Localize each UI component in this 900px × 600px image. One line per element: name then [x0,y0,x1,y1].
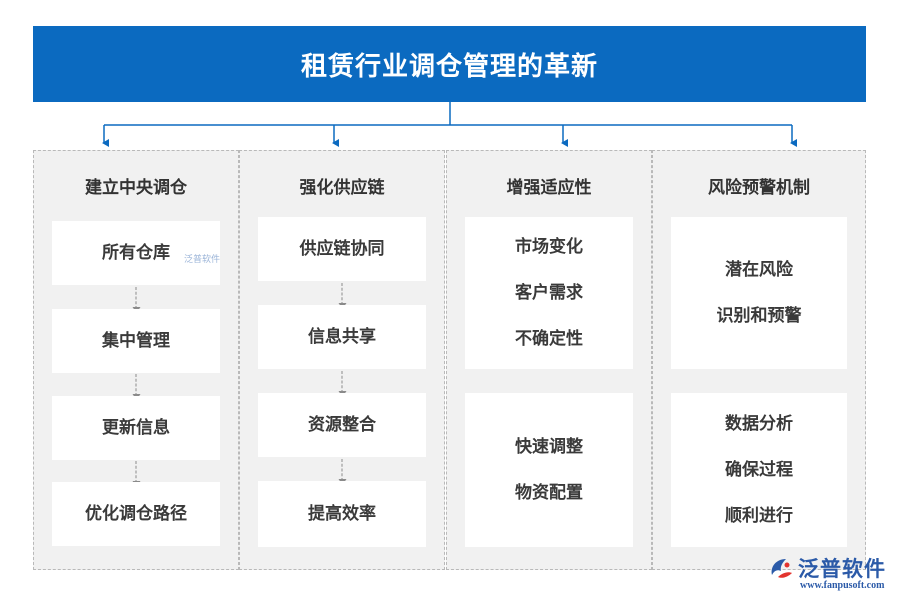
step-card: 信息共享 [258,305,426,369]
step-card: 更新信息 [52,396,220,460]
card-text: 优化调仓路径 [85,503,187,524]
action-card: 快速调整 物资配置 [465,393,633,547]
step-card: 所有仓库 泛普软件 [52,221,220,285]
brand-watermark: 泛普软件 www.fanpusoft.com [768,551,894,595]
card-text: 数据分析 [725,413,793,434]
card-text: 不确定性 [515,328,583,349]
title-banner: 租赁行业调仓管理的革新 [33,26,866,102]
column-adaptability: 增强适应性 市场变化 客户需求 不确定性 快速调整 物资配置 [446,150,652,570]
card-text: 识别和预警 [716,305,802,326]
step-card: 供应链协同 [258,217,426,281]
flow-arrow [132,287,141,313]
column-title: 风险预警机制 [708,178,810,198]
card-text: 更新信息 [102,417,170,438]
flow-arrow [338,459,347,485]
step-card: 集中管理 [52,309,220,373]
card-text: 潜在风险 [725,259,793,280]
column-supply-chain: 强化供应链 供应链协同 信息共享 资源整合 提高效率 [239,150,445,570]
card-text: 信息共享 [308,326,376,347]
factor-card: 市场变化 客户需求 不确定性 [465,217,633,369]
factor-card: 潜在风险 识别和预警 [671,217,847,369]
flow-arrow [132,374,141,400]
flow-arrow [132,461,141,487]
card-text: 确保过程 [725,459,793,480]
card-text: 物资配置 [515,482,583,503]
card-text: 所有仓库 [102,242,170,263]
brand-name: 泛普软件 [798,557,886,581]
fanpu-logo-icon [771,559,792,578]
column-risk-warning: 风险预警机制 潜在风险 识别和预警 数据分析 确保过程 顺利进行 [652,150,866,570]
column-title: 建立中央调仓 [85,178,187,198]
card-text: 提高效率 [308,503,376,524]
brand-url: www.fanpusoft.com [800,580,885,591]
card-text: 市场变化 [515,236,583,257]
column-central-warehouse: 建立中央调仓 所有仓库 泛普软件 集中管理 更新信息 优化调仓路径 [33,150,239,570]
card-text: 快速调整 [515,436,583,457]
card-text: 集中管理 [102,330,170,351]
step-card: 优化调仓路径 [52,482,220,546]
flow-arrow [338,371,347,397]
action-card: 数据分析 确保过程 顺利进行 [671,393,847,547]
flow-arrow [338,283,347,309]
card-text: 客户需求 [515,282,583,303]
step-card: 资源整合 [258,393,426,457]
watermark-text: 泛普软件 [184,255,221,265]
card-text: 供应链协同 [299,238,385,259]
step-card: 提高效率 [258,481,426,547]
card-text: 顺利进行 [725,505,793,526]
column-title: 强化供应链 [299,178,385,198]
card-text: 资源整合 [308,414,376,435]
diagram-title: 租赁行业调仓管理的革新 [300,51,598,82]
column-title: 增强适应性 [506,178,592,198]
